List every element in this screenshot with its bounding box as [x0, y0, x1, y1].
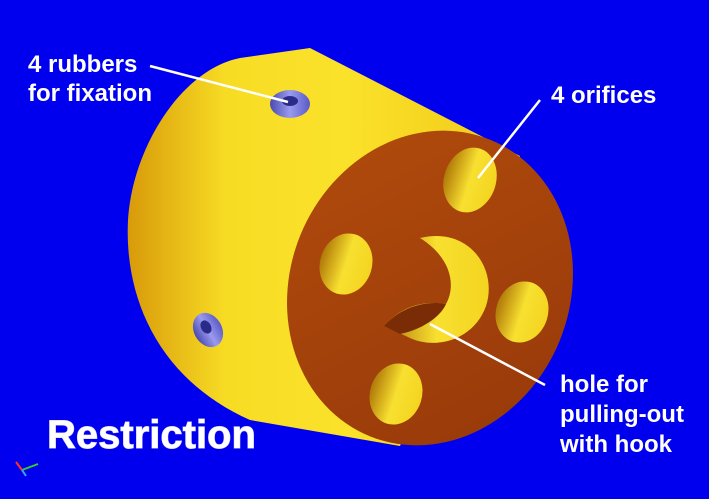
rubber-top: [270, 90, 310, 118]
diagram-title: Restriction: [47, 413, 256, 457]
rubber-bottom: [192, 312, 224, 348]
label-rubbers-line2: for fixation: [28, 80, 152, 107]
leader-lines: [149, 64, 546, 387]
end-face: [287, 130, 573, 446]
label-hook-line2: pulling-out: [560, 401, 684, 428]
orifice-bottom: [369, 363, 423, 425]
leader-orifices: [477, 99, 541, 179]
orifices: [319, 147, 549, 425]
orifice-right: [495, 281, 549, 343]
orifice-left: [319, 233, 373, 295]
label-orifices: 4 orifices: [551, 82, 656, 109]
hook-hole: [384, 235, 489, 343]
label-hook-line3: with hook: [559, 431, 673, 458]
label-rubbers-line1: 4 rubbers: [28, 51, 137, 78]
orifice-top: [443, 147, 497, 213]
label-hook-line1: hole for: [560, 371, 648, 398]
leader-rubbers: [149, 64, 289, 104]
leader-hook-hole: [429, 322, 546, 387]
axis-gizmo-icon: [15, 461, 39, 477]
